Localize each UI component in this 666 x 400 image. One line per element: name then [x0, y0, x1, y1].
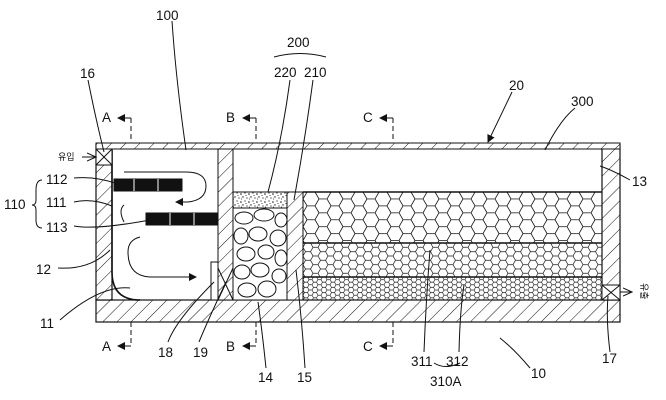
label-10: 10 — [531, 366, 546, 381]
label-15: 15 — [297, 370, 312, 385]
label-113: 113 — [46, 220, 68, 235]
inlet-label: 유입 — [58, 151, 75, 163]
label-12: 12 — [36, 262, 51, 277]
label-19: 19 — [193, 345, 208, 360]
label-13: 13 — [632, 174, 647, 189]
outlet-label: 유출 — [638, 283, 649, 300]
baffles — [111, 150, 219, 301]
label-17: 17 — [602, 351, 617, 366]
label-300: 300 — [571, 94, 594, 109]
label-18: 18 — [158, 345, 173, 360]
section-b-bottom: B — [226, 339, 235, 354]
section-c-bottom: C — [363, 339, 373, 354]
leader-lines — [31, 20, 631, 369]
label-100: 100 — [156, 8, 179, 23]
filter-media-200 — [232, 191, 288, 301]
label-20: 20 — [509, 78, 524, 93]
section-lines — [117, 114, 394, 350]
filter-media-300 — [302, 191, 603, 301]
label-311: 311 — [411, 354, 433, 369]
inlet — [95, 148, 113, 166]
flow-arrows — [120, 171, 207, 281]
label-111: 111 — [46, 195, 67, 210]
label-200: 200 — [287, 35, 310, 50]
label-14: 14 — [258, 370, 274, 385]
label-110: 110 — [4, 197, 26, 212]
label-220: 220 — [274, 65, 297, 80]
label-112: 112 — [46, 172, 68, 187]
label-310A: 310A — [430, 374, 462, 389]
section-a-bottom: A — [102, 339, 111, 354]
outlet — [601, 284, 632, 301]
section-c-top: C — [363, 110, 373, 125]
label-16: 16 — [80, 66, 95, 81]
section-a-top: A — [102, 110, 111, 125]
label-210: 210 — [304, 65, 327, 80]
label-312: 312 — [446, 354, 469, 369]
section-b-top: B — [226, 110, 235, 125]
label-11: 11 — [40, 316, 54, 331]
